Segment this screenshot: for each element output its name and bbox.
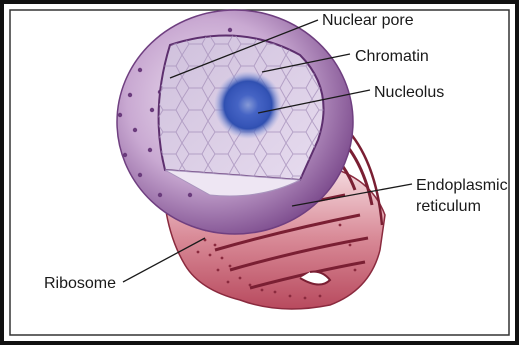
- label-reticulum: reticulum: [416, 198, 481, 215]
- label-chromatin: Chromatin: [355, 48, 429, 65]
- label-ribosome: Ribosome: [44, 275, 116, 292]
- nucleus-illustration: [117, 10, 353, 234]
- label-nucleolus: Nucleolus: [374, 84, 444, 101]
- label-endoplasmic: Endoplasmic: [416, 177, 508, 194]
- label-nuclear-pore: Nuclear pore: [322, 12, 414, 29]
